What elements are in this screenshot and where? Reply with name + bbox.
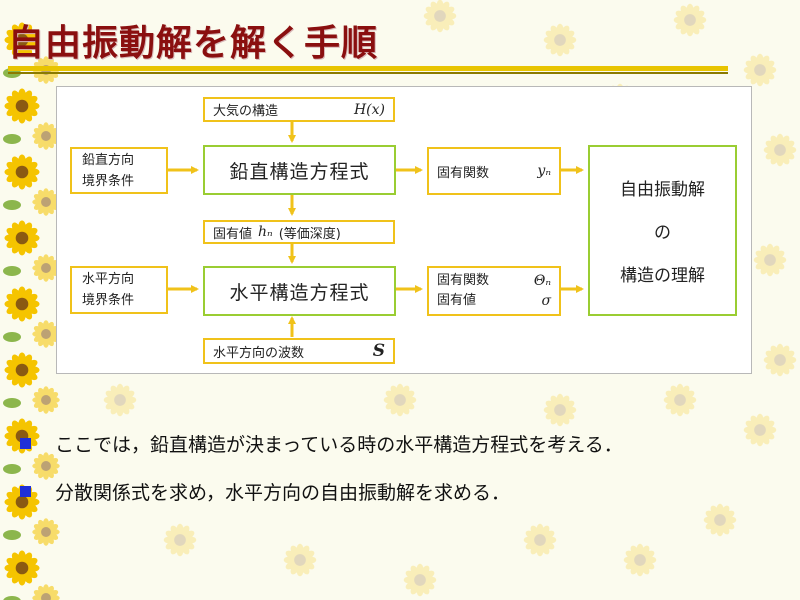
sunflower-icon [383, 383, 417, 417]
sunflower-icon [32, 320, 60, 348]
leaf-icon [3, 596, 21, 600]
horizontal-boundary-line2: 境界条件 [82, 293, 135, 308]
vertical-boundary-line2: 境界条件 [82, 173, 135, 189]
result-line3: 構造の理解 [620, 266, 705, 286]
sunflower-icon [4, 352, 40, 388]
sunflower-icon [753, 243, 787, 277]
sunflower-icon [32, 584, 60, 600]
leaf-icon [3, 530, 21, 540]
sunflower-icon [523, 523, 557, 557]
sunflower-icon [743, 413, 777, 447]
sunflower-icon [32, 122, 60, 150]
sunflower-icon [4, 88, 40, 124]
leaf-icon [3, 134, 21, 144]
sunflower-icon [4, 154, 40, 190]
bullet-square-icon [20, 437, 31, 449]
bullet-text-2: 分散関係式を求め，水平方向の自由振動解を求める． [55, 481, 511, 504]
eigenvalue-label: 固有値 [213, 226, 253, 242]
sunflower-icon [403, 563, 437, 597]
sunflower-icon [763, 343, 797, 377]
eigenvalue-symbol: hₙ [258, 224, 273, 240]
bullet-item: 分散関係式を求め，水平方向の自由振動解を求める． [20, 474, 623, 508]
sunflower-icon [743, 53, 777, 87]
sunflower-icon [32, 386, 60, 414]
atmosphere-structure-symbol: H(x) [353, 101, 385, 118]
sunflower-icon [4, 286, 40, 322]
sunflower-icon [4, 220, 40, 256]
sunflower-icon [32, 518, 60, 546]
sunflower-icon [703, 503, 737, 537]
eigenvalue-box: 固有値 hₙ (等価深度) [203, 220, 395, 244]
leaf-icon [3, 266, 21, 276]
vertical-boundary-line1: 鉛直方向 [82, 152, 135, 168]
wavenumber-box: 水平方向の波数 S [203, 338, 395, 364]
atmosphere-structure-box: 大気の構造 H(x) [203, 97, 395, 122]
sunflower-icon [4, 550, 40, 586]
vertical-structure-equation-label: 鉛直構造方程式 [229, 160, 370, 183]
sunflower-icon [103, 383, 137, 417]
bullet-square-icon [20, 485, 31, 497]
atmosphere-structure-label: 大気の構造 [213, 104, 279, 119]
leaf-icon [3, 464, 21, 474]
slide-title: 自由振動解を解く手順 [8, 23, 379, 64]
horizontal-eigenfunction-symbol: Θₙ [533, 273, 551, 289]
vertical-eigenfunction-symbol: yₙ [537, 163, 551, 179]
horizontal-eigenfunction-label: 固有関数 [437, 273, 490, 288]
bullet-item: ここでは，鉛直構造が決まっている時の水平構造方程式を考える． [20, 426, 623, 460]
equivalent-depth-label: (等価深度) [278, 226, 341, 242]
horizontal-boundary-line1: 水平方向 [82, 272, 135, 287]
sunflower-icon [663, 383, 697, 417]
result-line2: の [654, 223, 671, 243]
sunflower-icon [673, 3, 707, 37]
wavenumber-label: 水平方向の波数 [213, 345, 305, 361]
vertical-boundary-box: 鉛直方向 境界条件 [70, 147, 168, 194]
title-underline-shadow [8, 72, 728, 74]
horizontal-boundary-box: 水平方向 境界条件 [70, 266, 168, 314]
horizontal-output-box: 固有関数 Θₙ 固有値 σ [427, 266, 561, 316]
leaf-icon [3, 398, 21, 408]
horizontal-structure-equation-label: 水平構造方程式 [229, 281, 370, 304]
horizontal-eigenvalue-label: 固有値 [437, 293, 477, 308]
sunflower-icon [623, 543, 657, 577]
sunflower-icon [32, 452, 60, 480]
sunflower-icon [543, 23, 577, 57]
sunflower-icon [283, 543, 317, 577]
horizontal-eigenvalue-symbol: σ [541, 293, 551, 309]
horizontal-structure-equation-box: 水平構造方程式 [203, 266, 396, 316]
leaf-icon [3, 332, 21, 342]
sunflower-icon [163, 523, 197, 557]
title-underline [8, 66, 728, 71]
bullet-list: ここでは，鉛直構造が決まっている時の水平構造方程式を考える． 分散関係式を求め，… [20, 426, 623, 522]
sunflower-icon [763, 133, 797, 167]
vertical-eigenfunction-label: 固有関数 [437, 165, 490, 181]
bullet-text-1: ここでは，鉛直構造が決まっている時の水平構造方程式を考える． [55, 433, 623, 456]
vertical-output-box: 固有関数 yₙ [427, 147, 561, 195]
result-box: 自由振動解 の 構造の理解 [588, 145, 737, 316]
sunflower-icon [543, 393, 577, 427]
sunflower-icon [423, 0, 457, 33]
sunflower-icon [4, 22, 40, 58]
result-line1: 自由振動解 [620, 180, 705, 200]
wavenumber-symbol: S [372, 341, 385, 361]
leaf-icon [3, 200, 21, 210]
vertical-structure-equation-box: 鉛直構造方程式 [203, 145, 396, 195]
